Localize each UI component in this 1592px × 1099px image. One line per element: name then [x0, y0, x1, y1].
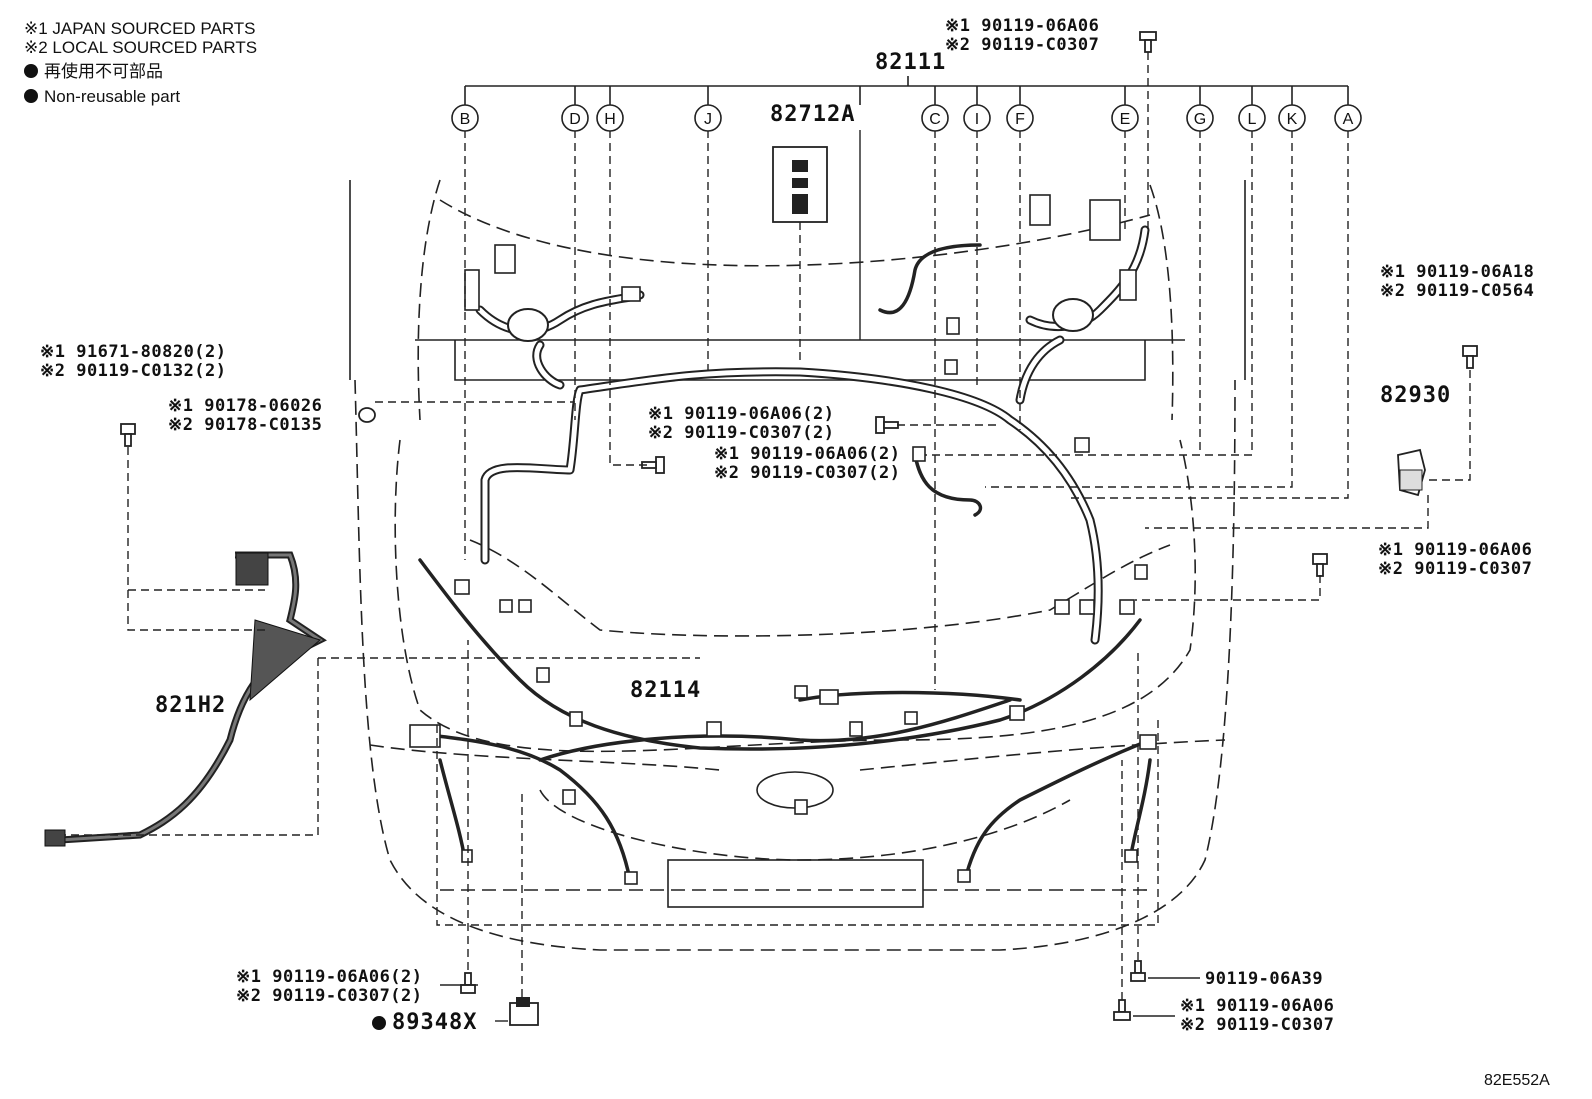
connector-circle-h	[596, 104, 624, 132]
bolt-left2-1: ※1 90178-06026	[168, 396, 323, 416]
connector-letter-l: L	[1248, 111, 1257, 128]
connector-letter-f: F	[1015, 111, 1025, 128]
part-82712a: 82712A	[770, 102, 856, 127]
connector-letter-d: D	[569, 111, 581, 128]
bolt-top-2: ※2 90119-C0307	[945, 35, 1100, 55]
connector-circle-i	[963, 104, 991, 132]
bolt-top-1: ※1 90119-06A06	[945, 16, 1100, 36]
connector-circle-c	[921, 104, 949, 132]
connector-letter-j: J	[704, 111, 712, 128]
connector-circle-k	[1278, 104, 1306, 132]
connector-letter-a: A	[1343, 111, 1354, 128]
connector-letter-b: B	[460, 111, 471, 128]
connector-circle-d	[561, 104, 589, 132]
sheet-id: 82E552A	[1484, 1072, 1550, 1089]
connector-circle-b	[451, 104, 479, 132]
bolt-bottomright-1: ※1 90119-06A06	[1180, 996, 1335, 1016]
part-82114: 82114	[630, 678, 702, 703]
connector-letter-g: G	[1194, 111, 1206, 128]
bolt-right2-2: ※2 90119-C0307	[1378, 559, 1533, 579]
bolt-bottomright-single: 90119-06A39	[1205, 969, 1324, 989]
bolt-right2-1: ※1 90119-06A06	[1378, 540, 1533, 560]
bullet-icon	[24, 89, 38, 103]
bullet-icon	[372, 1016, 386, 1030]
part-82111: 82111	[875, 50, 947, 75]
connector-letter-c: C	[929, 111, 941, 128]
part-821h2: 821H2	[155, 693, 227, 718]
connector-letter-i: I	[975, 111, 979, 128]
part-89348x: 89348X	[372, 1012, 477, 1034]
connector-circle-a	[1334, 104, 1362, 132]
bolt-left1-1: ※1 91671-80820(2)	[40, 342, 227, 362]
bullet-icon	[24, 64, 38, 78]
bolt-left1-2: ※2 90119-C0132(2)	[40, 361, 227, 381]
bolt-bottomleft-2: ※2 90119-C0307(2)	[236, 986, 423, 1006]
bolt-right1-2: ※2 90119-C0564	[1380, 281, 1535, 301]
bolt-mid2-2: ※2 90119-C0307(2)	[714, 463, 901, 483]
bolt-left2-2: ※2 90178-C0135	[168, 415, 323, 435]
connector-circle-e	[1111, 104, 1139, 132]
legend-japan: ※1 JAPAN SOURCED PARTS	[24, 19, 256, 38]
part-82930: 82930	[1380, 383, 1452, 408]
connector-circle-f	[1006, 104, 1034, 132]
connector-letter-h: H	[604, 111, 616, 128]
connector-letter-e: E	[1120, 111, 1131, 128]
connector-letter-k: K	[1287, 111, 1298, 128]
bolt-right1-1: ※1 90119-06A18	[1380, 262, 1535, 282]
bolt-mid1-1: ※1 90119-06A06(2)	[648, 404, 835, 424]
connector-circle-l	[1238, 104, 1266, 132]
bolt-mid2-1: ※1 90119-06A06(2)	[714, 444, 901, 464]
legend-nonreusable-jp: 再使用不可部品	[24, 63, 163, 80]
connector-circle-g	[1186, 104, 1214, 132]
bolt-bottomleft-1: ※1 90119-06A06(2)	[236, 967, 423, 987]
legend-local: ※2 LOCAL SOURCED PARTS	[24, 38, 258, 57]
connector-circle-j	[694, 104, 722, 132]
bolt-mid1-2: ※2 90119-C0307(2)	[648, 423, 835, 443]
legend-nonreusable-en: Non-reusable part	[24, 88, 180, 105]
module-82930-shape	[1397, 448, 1426, 497]
bolt-bottomright-2: ※2 90119-C0307	[1180, 1015, 1335, 1035]
